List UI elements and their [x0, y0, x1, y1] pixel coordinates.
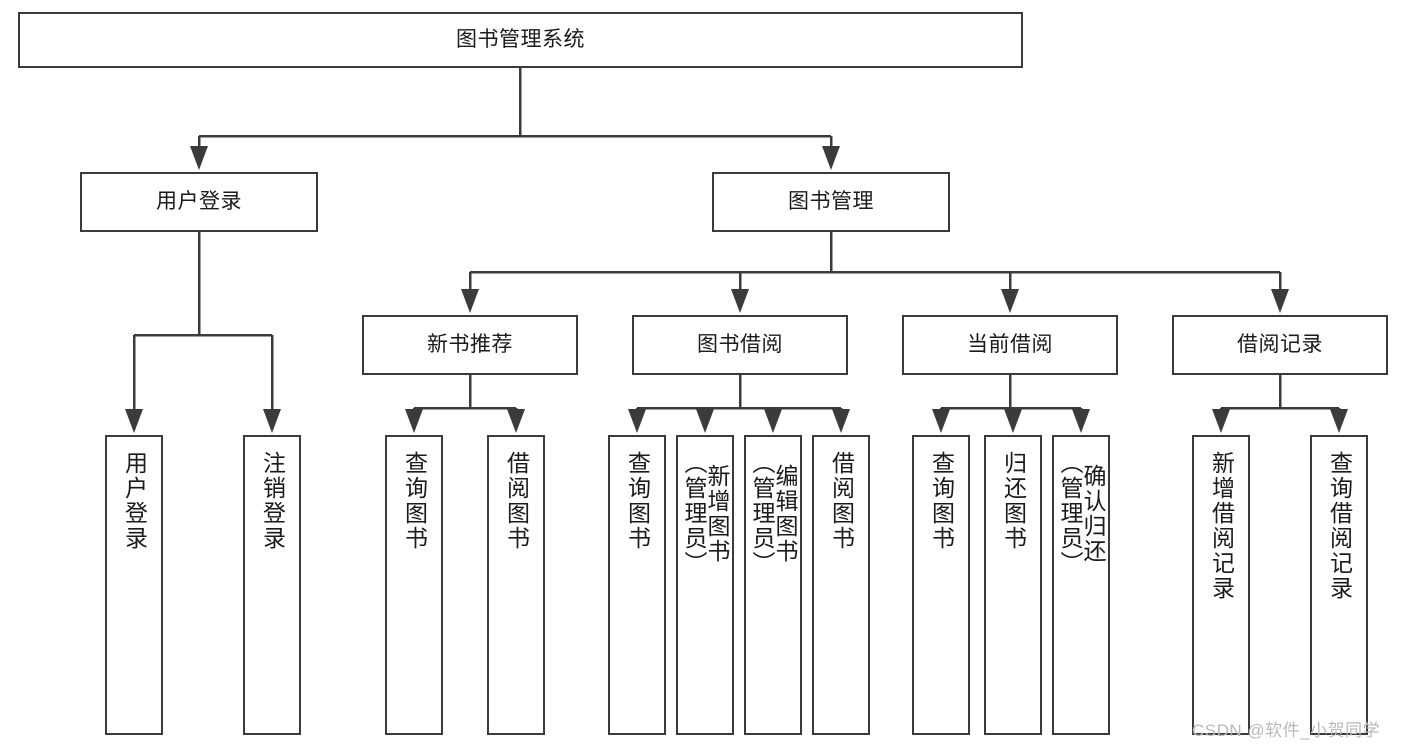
arrow-head-bookmgmt-to-level2-1: [731, 289, 749, 313]
arrow-head-current-to-leaves-1: [1004, 409, 1022, 433]
node-leaf-bo-query[interactable]: 查询图书: [608, 435, 666, 735]
node-leaf-re-query[interactable]: 查询借阅记录: [1310, 435, 1368, 735]
node-label: 图书管理系统: [456, 28, 585, 52]
node-leaf-user-login[interactable]: 用户登录: [105, 435, 163, 735]
node-label: 查询借阅记录: [1326, 451, 1353, 601]
arrow-head-login-to-leaves-1: [263, 409, 281, 433]
node-label: 编辑图书 （管理员）: [749, 451, 798, 576]
node-label: 借阅图书: [828, 451, 855, 551]
arrow-head-bookmgmt-to-level2-2: [1001, 289, 1019, 313]
node-label: 新增借阅记录: [1208, 451, 1235, 601]
arrow-head-newbook-to-leaves-0: [405, 409, 423, 433]
node-leaf-bo-add[interactable]: 新增图书 （管理员）: [676, 435, 734, 735]
node-leaf-cu-confirm[interactable]: 确认归还 （管理员）: [1052, 435, 1110, 735]
node-leaf-cu-return[interactable]: 归还图书: [984, 435, 1042, 735]
node-label: 借阅图书: [503, 451, 530, 551]
node-label: 查询图书: [928, 451, 955, 551]
arrow-head-bookmgmt-to-level2-3: [1271, 289, 1289, 313]
node-leaf-nb-borrow[interactable]: 借阅图书: [487, 435, 545, 735]
arrow-head-borrow-to-leaves-0: [628, 409, 646, 433]
node-label: 新增图书 （管理员）: [681, 451, 730, 576]
arrow-head-login-to-leaves-0: [125, 409, 143, 433]
node-label: 查询图书: [624, 451, 651, 551]
node-label: 用户登录: [121, 451, 148, 551]
watermark-label: CSDN @软件_小贺同学: [1192, 721, 1381, 740]
node-label: 当前借阅: [967, 333, 1053, 357]
node-leaf-cu-query[interactable]: 查询图书: [912, 435, 970, 735]
node-leaf-bo-borrow[interactable]: 借阅图书: [812, 435, 870, 735]
arrow-head-current-to-leaves-2: [1072, 409, 1090, 433]
arrow-head-borrow-to-leaves-1: [696, 409, 714, 433]
node-label: 注销登录: [259, 451, 286, 551]
arrow-head-records-to-leaves-1: [1330, 409, 1348, 433]
node-leaf-nb-query[interactable]: 查询图书: [385, 435, 443, 735]
arrow-head-current-to-leaves-0: [932, 409, 950, 433]
arrow-head-borrow-to-leaves-2: [764, 409, 782, 433]
node-label: 确认归还 （管理员）: [1057, 451, 1106, 576]
node-leaf-bo-edit[interactable]: 编辑图书 （管理员）: [744, 435, 802, 735]
arrow-head-root-to-level1-1: [822, 146, 840, 170]
arrow-head-bookmgmt-to-level2-0: [461, 289, 479, 313]
node-borrow[interactable]: 图书借阅: [632, 315, 848, 375]
arrow-head-root-to-level1-0: [190, 146, 208, 170]
arrow-head-records-to-leaves-0: [1212, 409, 1230, 433]
node-label: 归还图书: [1000, 451, 1027, 551]
node-label: 图书借阅: [697, 333, 783, 357]
arrow-head-borrow-to-leaves-3: [832, 409, 850, 433]
node-label: 用户登录: [156, 190, 242, 214]
node-label: 借阅记录: [1237, 333, 1323, 357]
node-label: 查询图书: [401, 451, 428, 551]
node-leaf-re-add[interactable]: 新增借阅记录: [1192, 435, 1250, 735]
node-root[interactable]: 图书管理系统: [18, 12, 1023, 68]
arrow-head-newbook-to-leaves-1: [507, 409, 525, 433]
node-label: 图书管理: [788, 190, 874, 214]
node-leaf-logout[interactable]: 注销登录: [243, 435, 301, 735]
node-records[interactable]: 借阅记录: [1172, 315, 1388, 375]
node-login[interactable]: 用户登录: [80, 172, 318, 232]
node-bookmgmt[interactable]: 图书管理: [712, 172, 950, 232]
node-newbook[interactable]: 新书推荐: [362, 315, 578, 375]
node-label: 新书推荐: [427, 333, 513, 357]
node-current[interactable]: 当前借阅: [902, 315, 1118, 375]
